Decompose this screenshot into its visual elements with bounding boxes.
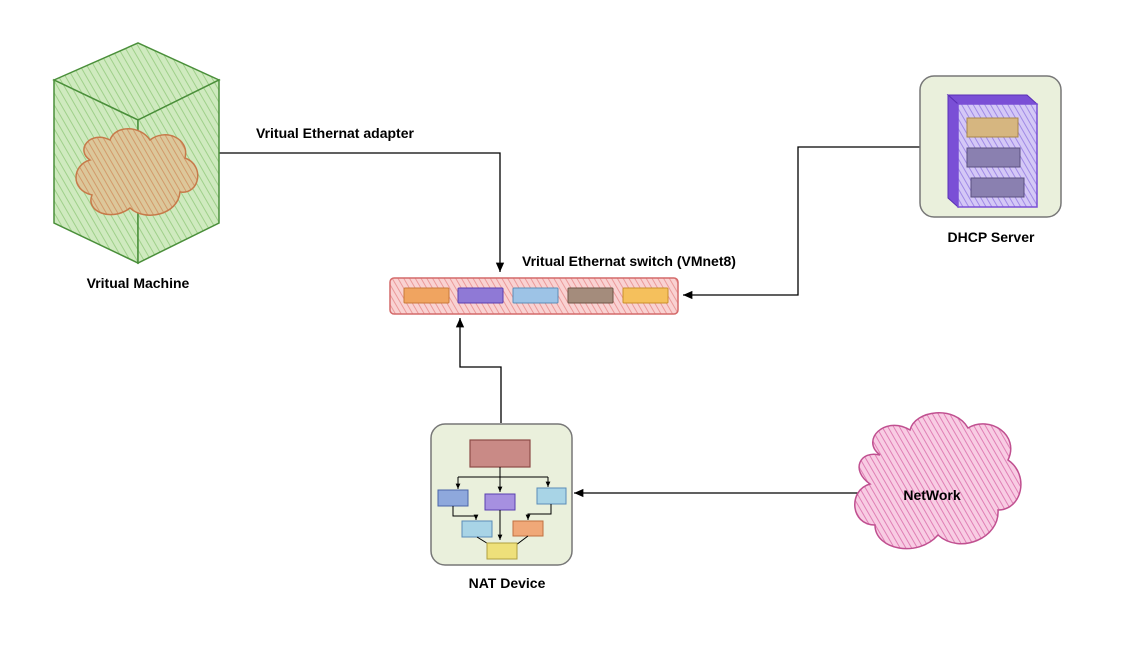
- switch-node[interactable]: Vritual Ethernat switch (VMnet8): [389, 253, 736, 315]
- dhcp-server-label: DHCP Server: [948, 229, 1035, 245]
- network-cloud-icon: [854, 412, 1022, 550]
- nat-device-label: NAT Device: [469, 575, 546, 591]
- network-label: NetWork: [903, 487, 961, 503]
- switch-port-5: [622, 287, 669, 304]
- switch-port-4: [567, 287, 614, 304]
- switch-port-1: [403, 287, 450, 304]
- nat-device-node[interactable]: NAT Device: [430, 423, 573, 591]
- virtual-machine-icon: [52, 42, 221, 265]
- edges: Vritual Ethernat adapter: [219, 125, 920, 498]
- edge-vm-to-switch: [219, 152, 505, 272]
- virtual-machine-node[interactable]: Vritual Machine: [52, 42, 221, 291]
- switch-label: Vritual Ethernat switch (VMnet8): [522, 253, 736, 269]
- edge-label-vm-to-switch: Vritual Ethernat adapter: [256, 125, 414, 141]
- edge-nat-to-switch: [455, 318, 502, 423]
- flowchart-icon: [437, 439, 567, 560]
- network-node[interactable]: NetWork: [854, 412, 1022, 550]
- switch-port-2: [457, 287, 504, 304]
- virtual-machine-label: Vritual Machine: [87, 275, 190, 291]
- dhcp-server-node[interactable]: DHCP Server: [919, 75, 1062, 245]
- server-icon: [946, 93, 1039, 209]
- edge-dhcp-to-switch: [683, 146, 920, 300]
- cloud-icon: [75, 128, 199, 216]
- switch-port-3: [512, 287, 559, 304]
